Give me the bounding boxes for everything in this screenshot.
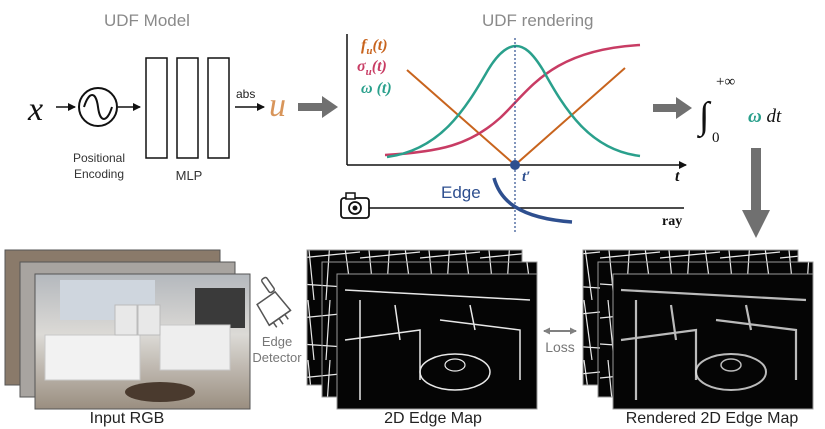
mlp-label: MLP — [176, 168, 203, 183]
integral-expression: ∫ +∞ 0 ω dt — [697, 74, 782, 146]
rendered-edge-map-label: Rendered 2D Edge Map — [626, 410, 799, 427]
integral-body: ω dt — [748, 106, 782, 127]
udf-model-title: UDF Model — [104, 11, 190, 30]
udf-rendering-title: UDF rendering — [482, 11, 594, 30]
edge-detector-label-line2: Detector — [252, 350, 302, 365]
arrow-plot-to-integral — [653, 97, 692, 119]
input-rgb-label: Input RGB — [90, 410, 165, 427]
t-prime-point — [510, 160, 520, 170]
input-rgb-front-image — [34, 273, 251, 410]
t-axis-label: t — [675, 168, 680, 185]
loss-label: Loss — [545, 339, 575, 355]
output-u-symbol: u — [269, 87, 286, 124]
input-x-symbol: x — [27, 91, 43, 128]
edge-label: Edge — [441, 183, 481, 202]
legend-f: fu(t) — [361, 37, 388, 57]
plot-legend: fu(t) σu(t) ω (t) — [357, 37, 392, 97]
mlp-layer-3 — [207, 57, 230, 159]
camera-icon — [340, 192, 370, 219]
input-rgb-image-stack — [4, 249, 251, 410]
mlp-layer-1 — [145, 57, 168, 159]
legend-omega: ω (t) — [361, 80, 392, 97]
arrow-u-to-rendering — [298, 96, 338, 118]
positional-encoding-icon — [78, 87, 118, 127]
omega-curve — [386, 44, 641, 159]
integral-upper-limit: +∞ — [716, 74, 735, 90]
edge-surface-curve — [492, 177, 573, 224]
abs-label: abs — [236, 87, 255, 101]
edge-map-front-image — [336, 273, 538, 410]
encoding-label-line2: Encoding — [74, 167, 124, 181]
integral-lower-limit: 0 — [712, 130, 720, 146]
rendering-plot: t′ t — [346, 34, 687, 232]
rendered-edge-map-image-stack — [582, 249, 814, 410]
edge-detector-label-line1: Edge — [262, 334, 292, 349]
ray-label: ray — [662, 214, 682, 229]
mlp-layers — [145, 57, 230, 159]
rendered-edge-map-front-image — [612, 273, 814, 410]
sigma-curve — [384, 43, 641, 157]
edge-map-image-stack — [306, 249, 538, 410]
integral-sign: ∫ — [697, 95, 712, 139]
t-prime-label: t′ — [522, 169, 530, 185]
f-curve — [406, 67, 626, 167]
arrow-integral-to-rendered-map — [742, 148, 770, 238]
edge-map-label: 2D Edge Map — [384, 410, 482, 427]
mlp-layer-2 — [176, 57, 199, 159]
brush-icon — [256, 276, 292, 328]
legend-sigma: σu(t) — [357, 58, 387, 78]
encoding-label-line1: Positional — [73, 151, 125, 165]
